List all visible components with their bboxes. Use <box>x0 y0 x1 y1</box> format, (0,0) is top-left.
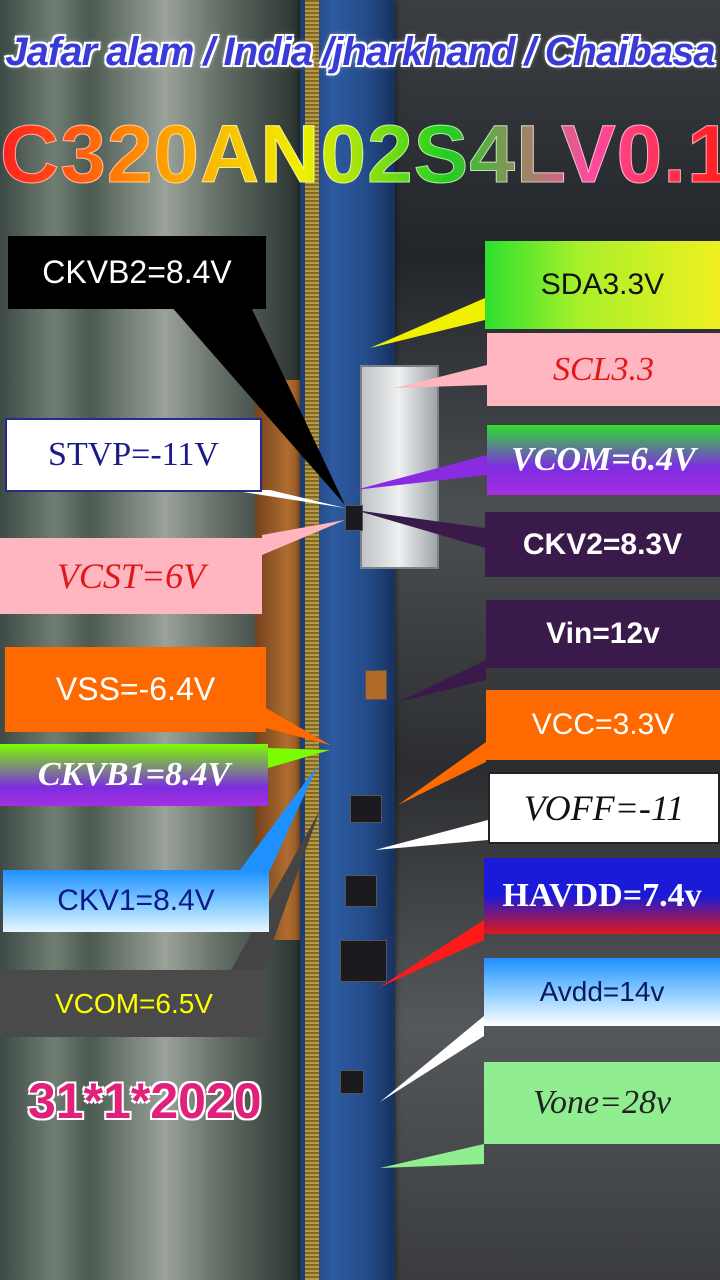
leader-ckv1 <box>240 765 318 870</box>
location-title: Jafar alam / India /jharkhand / Chaibasa <box>5 30 715 74</box>
label-vin: Vin=12v <box>486 600 720 668</box>
chip <box>345 875 377 907</box>
label-vone: Vone=28v <box>484 1062 720 1144</box>
leader-vcc <box>398 742 486 805</box>
leader-sda <box>370 298 485 348</box>
leader-vcom-right <box>355 455 487 490</box>
chip <box>345 505 363 531</box>
chip <box>340 940 387 982</box>
label-vcst: VCST=6V <box>0 538 262 614</box>
board-gold-contacts <box>305 0 319 1280</box>
chip <box>365 670 387 700</box>
label-ckv1: CKV1=8.4V <box>3 870 269 932</box>
label-havdd: HAVDD=7.4v <box>484 858 720 934</box>
label-ckvb1: CKVB1=8.4V <box>0 744 268 806</box>
chip <box>340 1070 364 1094</box>
label-ckv2: CKV2=8.3V <box>485 512 720 577</box>
leader-voff <box>375 820 488 850</box>
label-vss: VSS=-6.4V <box>5 647 266 732</box>
chip <box>350 795 382 823</box>
leader-ckv2 <box>355 510 485 548</box>
leader-scl <box>395 365 487 388</box>
leader-ckvb2 <box>170 305 345 505</box>
model-number-title: C320AN02S4LV0.1 <box>0 109 720 201</box>
leader-vin <box>398 660 486 702</box>
leader-vss <box>266 708 330 745</box>
leader-ckvb1 <box>268 748 330 768</box>
date-stamp: 31*1*2020 <box>28 1073 262 1129</box>
label-voff: VOFF=-11 <box>488 772 720 844</box>
label-ckvb2: CKVB2=8.4V <box>8 236 266 309</box>
glass-panel-area <box>0 0 300 1280</box>
leader-stvp <box>230 490 345 508</box>
lvds-connector <box>360 365 439 569</box>
leader-havdd <box>378 920 484 988</box>
label-vcom-left: VCOM=6.5V <box>0 970 268 1037</box>
leader-avdd <box>380 1016 484 1102</box>
label-avdd: Avdd=14v <box>484 958 720 1026</box>
label-stvp: STVP=-11V <box>5 418 262 492</box>
label-scl: SCL3.3 <box>487 333 720 406</box>
leader-vone <box>380 1144 484 1168</box>
label-vcom-right: VCOM=6.4V <box>487 425 720 495</box>
label-sda: SDA3.3V <box>485 241 720 329</box>
leader-vcst <box>262 520 345 555</box>
label-vcc: VCC=3.3V <box>486 690 720 760</box>
